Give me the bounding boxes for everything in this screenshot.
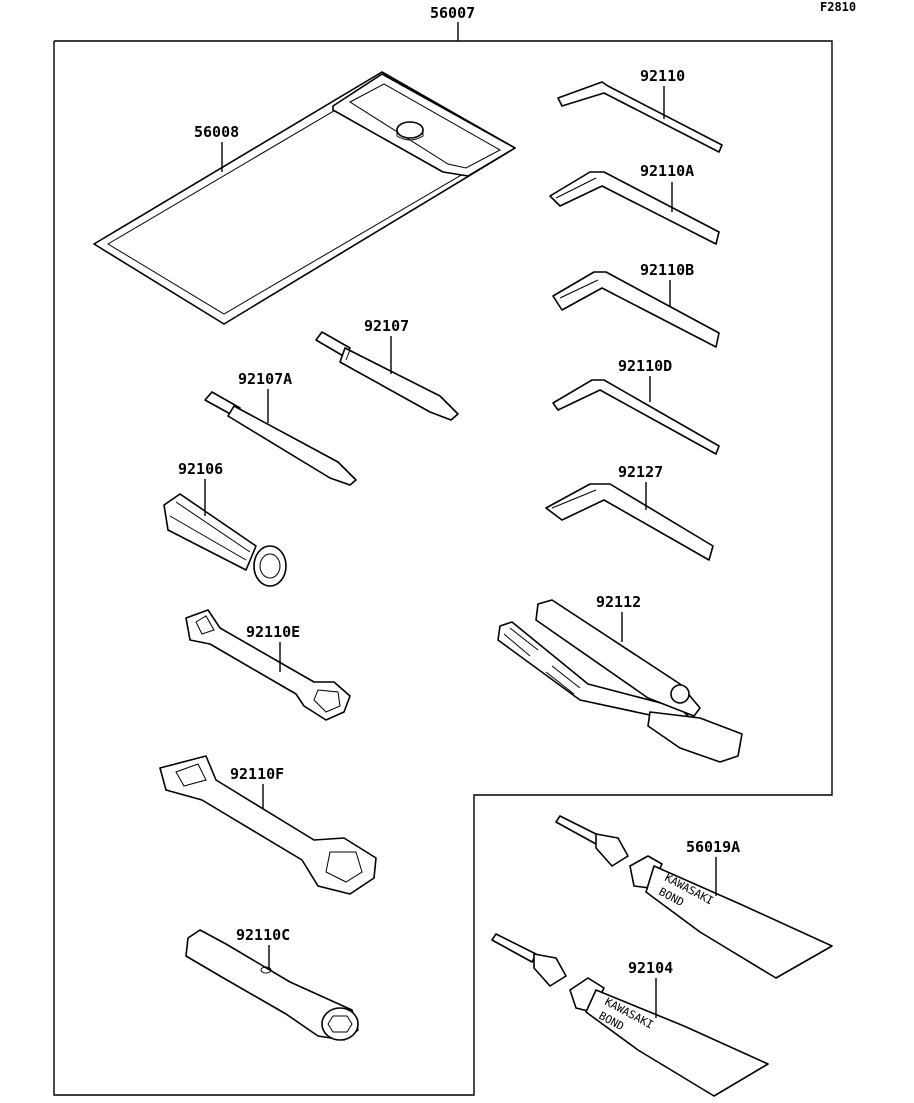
assembly-frame bbox=[53, 40, 833, 1096]
label-92110F: 92110F bbox=[230, 765, 284, 783]
handle-92106 bbox=[163, 493, 287, 587]
label-92127: 92127 bbox=[618, 463, 663, 481]
hex-key-92110 bbox=[557, 81, 723, 153]
hex-key-92110B bbox=[552, 271, 720, 348]
label-92110B: 92110B bbox=[640, 261, 694, 279]
box-wrench-92110C bbox=[185, 929, 359, 1041]
hex-key-92110D bbox=[552, 379, 720, 455]
label-92110: 92110 bbox=[640, 67, 685, 85]
hex-key-92127 bbox=[545, 483, 714, 561]
label-92107A: 92107A bbox=[238, 370, 292, 388]
screwdriver-92107A bbox=[204, 391, 357, 486]
label-92107: 92107 bbox=[364, 317, 409, 335]
label-92110A: 92110A bbox=[640, 162, 694, 180]
label-92104: 92104 bbox=[628, 959, 673, 977]
tool-bag-56008 bbox=[93, 71, 516, 325]
screwdriver-92107 bbox=[315, 331, 459, 421]
hex-key-92110A bbox=[549, 171, 720, 245]
figure-ref: F2810 bbox=[820, 0, 856, 14]
label-56019A: 56019A bbox=[686, 838, 740, 856]
label-56007: 56007 bbox=[430, 4, 475, 22]
wrench-92110E bbox=[185, 609, 351, 721]
wrench-92110F bbox=[159, 755, 377, 895]
label-92110E: 92110E bbox=[246, 623, 300, 641]
label-92112: 92112 bbox=[596, 593, 641, 611]
label-92110C: 92110C bbox=[236, 926, 290, 944]
label-92110D: 92110D bbox=[618, 357, 672, 375]
label-92106: 92106 bbox=[178, 460, 223, 478]
label-56008: 56008 bbox=[194, 123, 239, 141]
pliers-92112 bbox=[497, 599, 743, 763]
